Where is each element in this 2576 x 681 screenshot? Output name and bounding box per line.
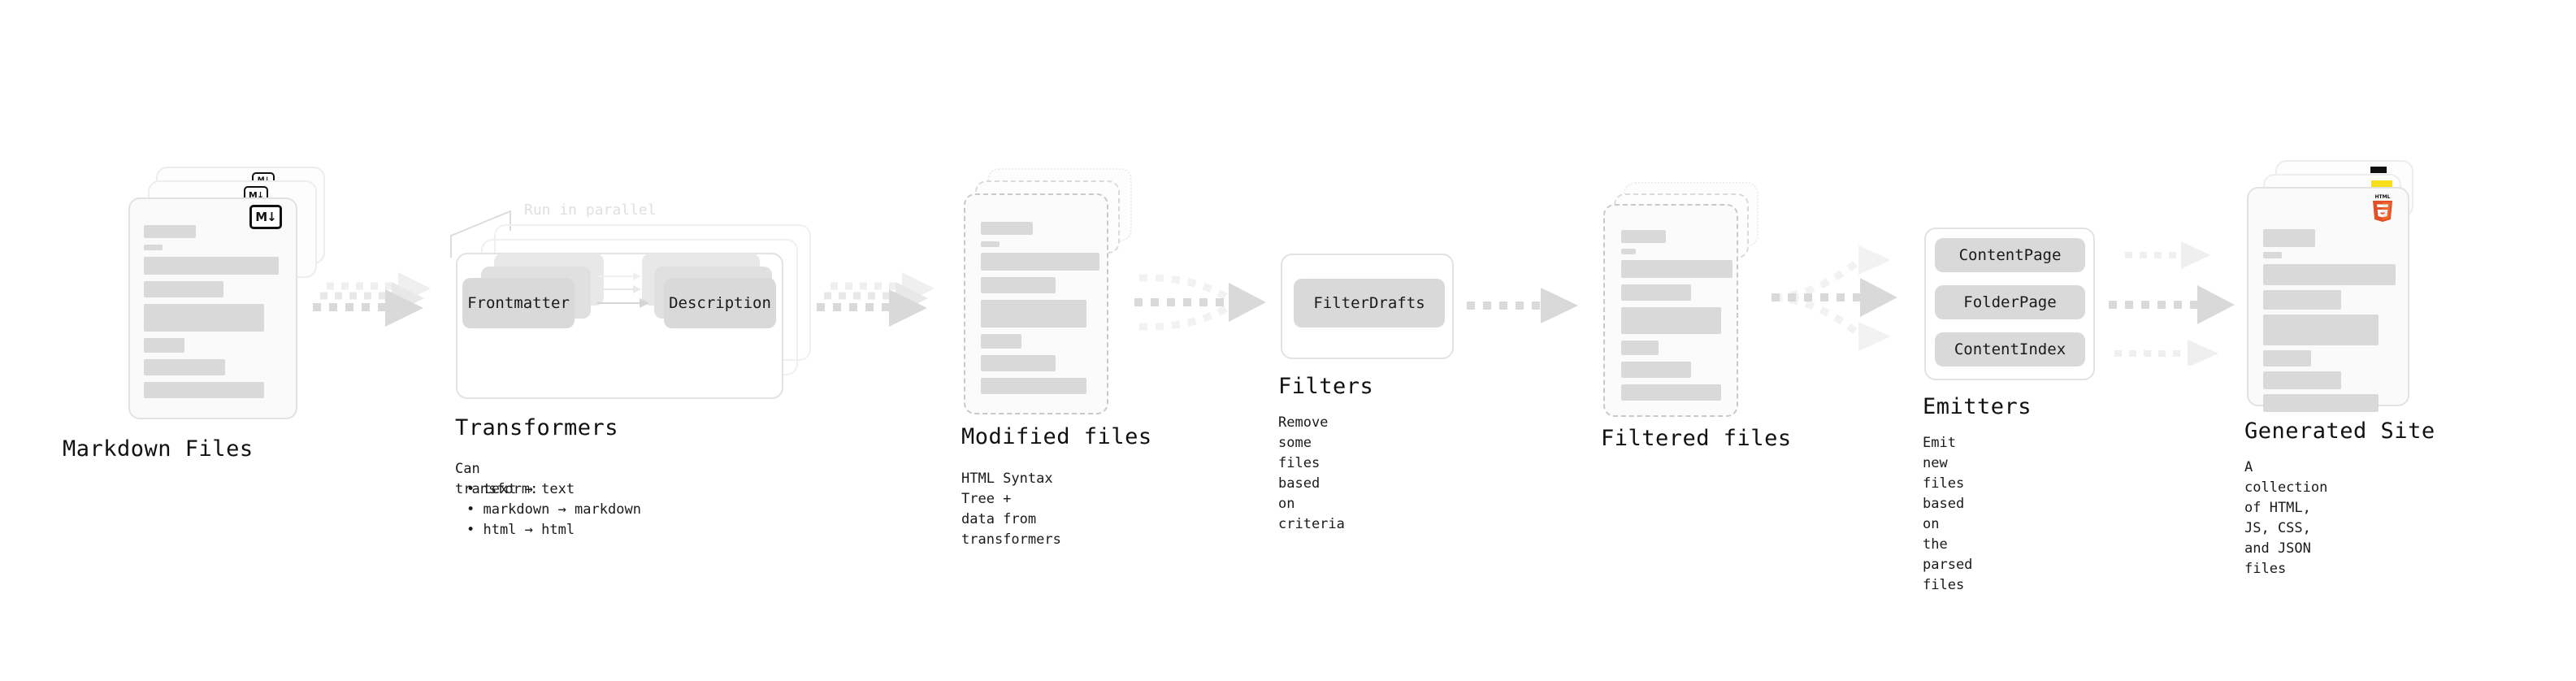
arrow-emitters-to-site [2109, 241, 2235, 366]
placeholder-bar [144, 257, 279, 275]
stage-title-transformers: Transformers [455, 415, 619, 440]
filter-chip-filterdrafts[interactable]: FilterDrafts [1294, 279, 1445, 327]
placeholder-bar [1621, 284, 1691, 301]
placeholder-bar [1621, 307, 1721, 334]
stage-desc-modified-files: HTML Syntax Tree + data from transformer… [961, 471, 1061, 548]
arrow-filters-to-filtered [1467, 288, 1578, 323]
transformers-bullet-2: • html → html [466, 522, 575, 538]
transformers-bullet-1: • markdown → markdown [466, 501, 641, 518]
placeholder-bar [144, 281, 223, 297]
placeholder-bar [2263, 229, 2315, 247]
placeholder-bar [981, 277, 1056, 293]
transformers-bullet-0: • text → text [466, 481, 575, 497]
filtered-card-front [1603, 204, 1738, 417]
placeholder-bar [1621, 362, 1691, 378]
markdown-icon: M↓ [249, 205, 282, 229]
placeholder-bar [2263, 314, 2379, 345]
html5-icon: HTML [2370, 193, 2395, 222]
placeholder-bar [981, 355, 1056, 371]
stage-title-generated-site: Generated Site [2244, 419, 2435, 444]
svg-text:HTML: HTML [2375, 194, 2391, 200]
placeholder-bar [1621, 340, 1659, 355]
arrow-modified-to-filters [1134, 274, 1266, 331]
placeholder-bar [2263, 252, 2282, 258]
placeholder-bar [981, 378, 1086, 394]
run-in-parallel-label: Run in parallel [524, 202, 657, 219]
transformers-desc-heading: Can transform: [455, 461, 539, 497]
placeholder-bar [1621, 384, 1721, 401]
placeholder-bar [144, 359, 225, 375]
arrow-md-to-transformers [313, 272, 431, 327]
emitter-chip-folderpage[interactable]: FolderPage [1935, 285, 2085, 319]
markdown-card-front [128, 197, 297, 419]
placeholder-bar [144, 304, 264, 332]
placeholder-bar [144, 225, 196, 238]
placeholder-bar [981, 241, 1000, 247]
site-card-html-front [2247, 187, 2409, 412]
placeholder-bar [1621, 230, 1666, 243]
placeholder-bar [2263, 371, 2341, 389]
placeholder-bar [1621, 260, 1733, 278]
placeholder-bar [144, 382, 264, 398]
stage-desc-emitters: Emit new files based on the parsed files [1923, 435, 1973, 593]
transformer-chip-frontmatter[interactable]: Frontmatter [462, 278, 575, 328]
placeholder-bar [2263, 394, 2379, 412]
stage-title-emitters: Emitters [1923, 394, 2032, 419]
emitter-chip-contentindex[interactable]: ContentIndex [1935, 332, 2085, 367]
placeholder-bar [2263, 350, 2311, 367]
transformer-internal-connectors [597, 272, 649, 308]
transformers-bullets: • text → text • markdown → markdown • ht… [455, 479, 641, 540]
placeholder-bar [2263, 290, 2341, 310]
placeholder-bar [1621, 249, 1636, 254]
stage-desc-generated-site: A collection of HTML, JS, CSS, and JSON … [2244, 459, 2328, 577]
transformer-chip-description[interactable]: Description [664, 278, 776, 328]
emitter-chip-contentpage[interactable]: ContentPage [1935, 238, 2085, 272]
stage-title-markdown-files: Markdown Files [63, 436, 254, 462]
modified-card-front [964, 193, 1108, 414]
stage-title-filters: Filters [1278, 374, 1374, 399]
placeholder-bar [144, 245, 163, 250]
stage-title-modified-files: Modified files [961, 424, 1152, 449]
stage-desc-filters: Remove some files based on criteria [1278, 414, 1345, 532]
run-in-parallel-bracket [450, 210, 511, 258]
placeholder-bar [981, 334, 1021, 349]
placeholder-bar [2263, 264, 2396, 285]
arrow-filtered-to-emitters [1772, 245, 1897, 351]
placeholder-bar [981, 222, 1033, 235]
stage-title-filtered-files: Filtered files [1601, 426, 1792, 451]
placeholder-bar [144, 338, 184, 353]
placeholder-bar [981, 253, 1099, 271]
arrow-transformers-to-modified [817, 272, 935, 327]
placeholder-bar [981, 300, 1086, 327]
